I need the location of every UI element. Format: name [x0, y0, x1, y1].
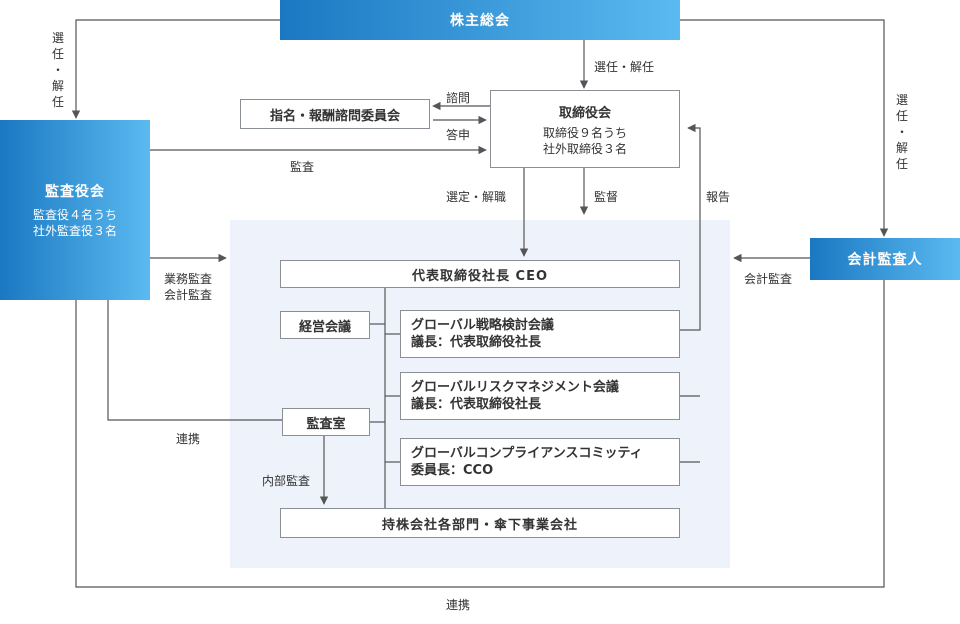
shareholders-meeting-label: 株主総会: [450, 13, 510, 29]
ceo-box: 代表取締役社長 CEO: [280, 260, 680, 288]
strategy-meeting-box: グローバル戦略検討会議 議長：代表取締役社長: [400, 310, 680, 358]
shareholders-to-audit-board-line: [71, 19, 280, 119]
board-title: 取締役会: [558, 105, 611, 121]
risk-meeting-line1: グローバルリスクマネジメント会議: [411, 380, 619, 395]
elect-dismiss-right-label: 選 任 ・ 解 任: [895, 93, 908, 171]
cooperation-bottom-line: [75, 280, 885, 588]
audit-board-box: 監査役会 監査役４名うち 社外監査役３名: [0, 120, 150, 300]
strategy-meeting-line1: グローバル戦略検討会議: [411, 318, 554, 333]
audit-office-box: 監査室: [282, 408, 370, 436]
accounting-audit-label: 会計監査: [164, 288, 213, 302]
internal-audit-label: 内部監査: [262, 474, 311, 488]
board-box: 取締役会 取締役９名うち 社外取締役３名: [490, 90, 680, 168]
compliance-committee-line2: 委員長：CCO: [411, 463, 494, 478]
cooperation-left-label: 連携: [176, 432, 201, 446]
audit-office-label: 監査室: [306, 416, 346, 432]
supervise-label: 監督: [594, 190, 619, 204]
report-label: 報告: [706, 190, 731, 204]
accounting-auditor-label: 会計監査人: [847, 252, 923, 268]
audit-board-title: 監査役会: [45, 184, 105, 200]
report-line: [680, 123, 701, 331]
board-line1: 取締役９名うち: [542, 125, 627, 140]
cooperation-left-line: [107, 300, 282, 421]
report-back-label: 答申: [446, 128, 471, 142]
select-dismiss-label: 選定・解職: [446, 190, 507, 204]
management-meeting-box: 経営会議: [280, 311, 370, 339]
risk-meeting-line2: 議長：代表取締役社長: [411, 397, 542, 412]
accounting-audit-right-label: 会計監査: [744, 272, 793, 286]
consult-label: 諮問: [446, 91, 471, 105]
audit-board-line1: 監査役４名うち: [32, 208, 117, 222]
elect-dismiss-left-label: 選 任 ・ 解 任: [51, 31, 64, 109]
compliance-committee-line1: グローバルコンプライアンスコミッティ: [411, 446, 643, 461]
subsidiaries-label: 持株会社各部門・傘下事業会社: [381, 517, 578, 533]
ceo-label: 代表取締役社長 CEO: [412, 268, 548, 284]
business-audit-label: 業務監査: [164, 272, 213, 286]
nomination-committee-box: 指名・報酬諮問委員会: [240, 99, 430, 129]
nomination-committee-label: 指名・報酬諮問委員会: [269, 108, 400, 124]
cooperation-bottom-label: 連携: [446, 598, 471, 612]
compliance-committee-box: グローバルコンプライアンスコミッティ 委員長：CCO: [400, 438, 680, 486]
accounting-auditor-box: 会計監査人: [810, 238, 960, 280]
shareholders-meeting-box: 株主総会: [280, 0, 680, 40]
shareholders-to-accounting-auditor-line: [680, 19, 889, 237]
strategy-meeting-line2: 議長：代表取締役社長: [411, 335, 542, 350]
audit-label: 監査: [290, 160, 315, 174]
elect-dismiss-top-label: 選任・解任: [594, 60, 655, 74]
subsidiaries-box: 持株会社各部門・傘下事業会社: [280, 508, 680, 538]
risk-meeting-box: グローバルリスクマネジメント会議 議長：代表取締役社長: [400, 372, 680, 420]
board-line2: 社外取締役３名: [542, 141, 627, 156]
management-meeting-label: 経営会議: [298, 319, 351, 335]
audit-board-line2: 社外監査役３名: [32, 224, 117, 238]
